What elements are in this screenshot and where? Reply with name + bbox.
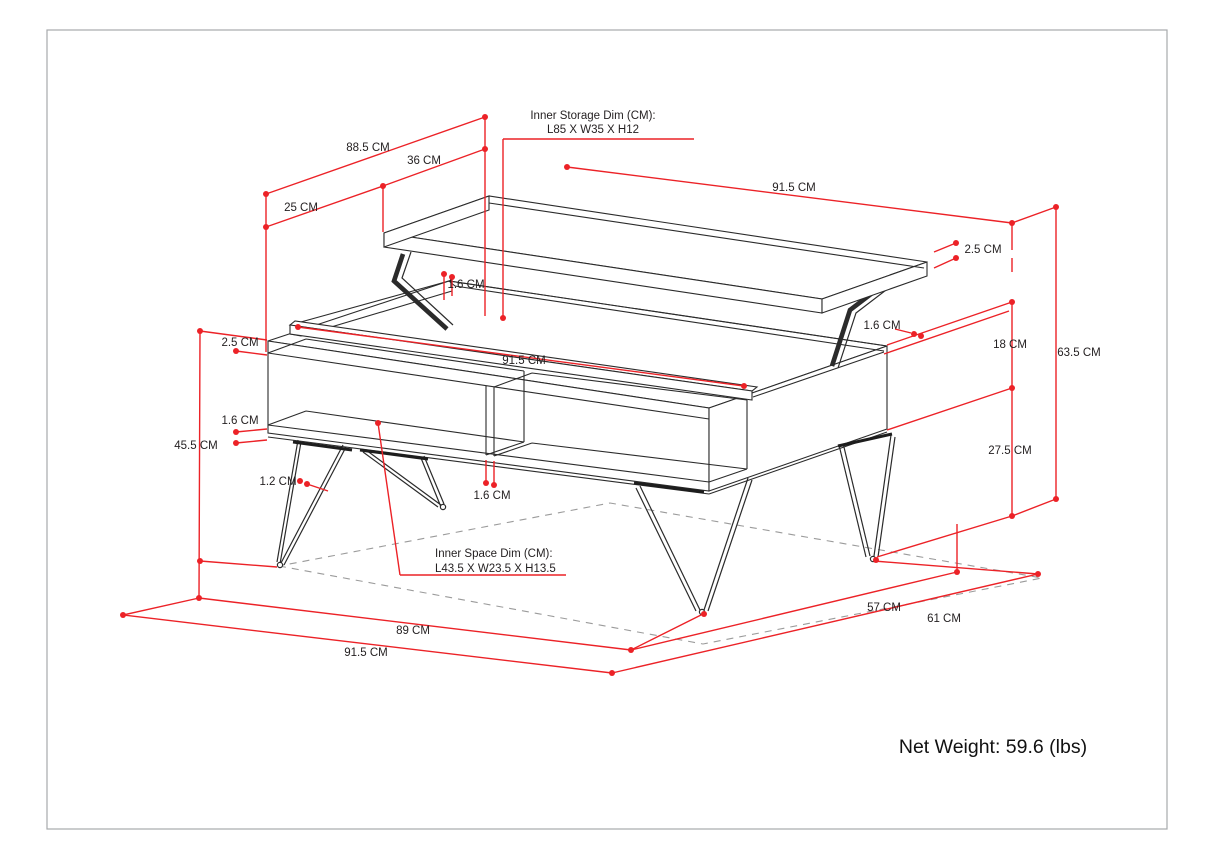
dim-floor-length-inner: 89 CM — [396, 625, 430, 637]
dim-leg-rod-diameter: 1.2 CM — [259, 476, 296, 488]
dim-leg-section-height: 27.5 CM — [988, 445, 1031, 457]
dim-floor-depth-inner: 57 CM — [867, 602, 901, 614]
inner-space-callout-title: Inner Space Dim (CM): — [435, 548, 553, 560]
dim-cabinet-top-thickness: 2.5 CM — [221, 337, 258, 349]
dim-back-panel-thickness: 1.6 CM — [863, 320, 900, 332]
hairpin-leg-front-left — [276, 439, 347, 569]
dimension-endpoints — [120, 114, 1059, 676]
inner-space-callout-value: L43.5 X W23.5 X H13.5 — [435, 563, 556, 575]
inner-storage-callout-title: Inner Storage Dim (CM): — [530, 110, 655, 122]
dim-top-depth-total: 88.5 CM — [346, 142, 389, 154]
dimension-labels: 88.5 CM 36 CM 25 CM Inner Storage Dim (C… — [174, 110, 1100, 659]
lift-top-panel — [383, 195, 928, 314]
dim-floor-depth-outer: 61 CM — [927, 613, 961, 625]
net-weight-label: Net Weight: 59.6 (lbs) — [899, 736, 1087, 758]
cabinet-body — [267, 280, 893, 495]
dimension-lines — [122, 116, 1057, 674]
storage-compartment — [288, 280, 888, 401]
dim-total-height-raised: 63.5 CM — [1057, 347, 1100, 359]
storage-front-wall — [289, 324, 753, 401]
hairpin-leg-back-left — [362, 449, 447, 511]
dim-lift-top-length: 91.5 CM — [772, 182, 815, 194]
dim-upper-section-height: 18 CM — [993, 339, 1027, 351]
dim-divider-thickness: 1.6 CM — [473, 490, 510, 502]
cabinet-right-face — [708, 345, 888, 492]
dim-bottom-panel-thickness: 1.6 CM — [221, 415, 258, 427]
dim-cabinet-height: 45.5 CM — [174, 440, 217, 452]
dim-lift-top-thickness: 2.5 CM — [964, 244, 1001, 256]
lift-top-left-end — [383, 195, 490, 248]
lift-arm-left — [391, 251, 454, 331]
lift-top-right-end — [821, 261, 928, 314]
floor-projection-outline — [278, 502, 1043, 645]
dim-lift-section-depth: 36 CM — [407, 155, 441, 167]
inner-storage-callout-value: L85 X W35 X H12 — [547, 124, 639, 136]
dim-fixed-section-depth: 25 CM — [284, 202, 318, 214]
dim-floor-length-outer: 91.5 CM — [344, 647, 387, 659]
dim-cabinet-length: 91.5 CM — [502, 355, 545, 367]
dim-storage-wall-thickness: 1.6 CM — [447, 279, 484, 291]
